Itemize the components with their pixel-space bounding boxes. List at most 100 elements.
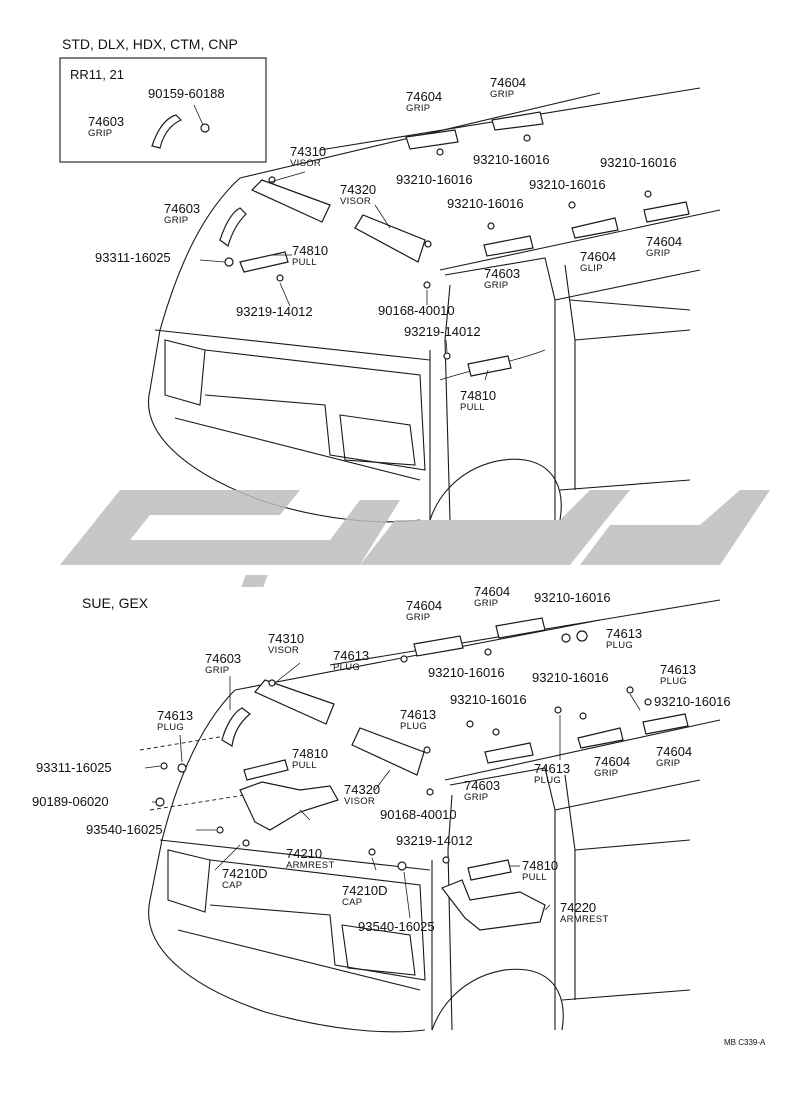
glip-part [571, 217, 619, 239]
label-grip-tr-name: GRIP [490, 89, 514, 100]
label-plug-f-name: PLUG [534, 775, 561, 786]
screw-icon [492, 728, 500, 736]
diagram-code: MB C339-A [724, 1038, 766, 1047]
inset-grip-part [151, 114, 183, 149]
grip-c-part [484, 742, 534, 764]
label-74220-armrest: 74220 [560, 900, 596, 915]
label-grip-tl-name: GRIP [406, 103, 430, 114]
grip-mid-part [483, 235, 534, 257]
screw-icon [276, 274, 284, 282]
label-74604-grip-tl: 74604 [406, 89, 442, 104]
section-title-top: STD, DLX, HDX, CTM, CNP [62, 36, 238, 52]
grip-tm-part [495, 617, 546, 639]
armrest-right-part [441, 879, 546, 931]
label-grip-mid-name: GRIP [484, 280, 508, 291]
plug-icon [626, 686, 634, 694]
grip-right-part [643, 201, 690, 223]
label-74613-plug-b: 74613 [333, 648, 369, 663]
label-armrest-r-name: ARMREST [560, 914, 609, 925]
visor-right-part [354, 214, 426, 263]
screw-icon [579, 712, 587, 720]
label-plug-e-name: PLUG [400, 721, 427, 732]
plug-icon [561, 633, 571, 643]
pull-part [243, 759, 289, 781]
cap-icon [368, 848, 376, 856]
screw-icon [487, 222, 495, 230]
grip-tl-part [413, 635, 464, 657]
label-pull-name: PULL [292, 760, 317, 771]
pull-door-part [467, 355, 512, 377]
nut-icon [155, 797, 165, 807]
screw-icon [436, 148, 444, 156]
label-74613-plug-c: 74613 [660, 662, 696, 677]
label-plug-a-name: PLUG [606, 640, 633, 651]
label-visor-l-name: VISOR [290, 158, 321, 169]
label-grip-front-name: GRIP [164, 215, 188, 226]
section-title-bottom: SUE, GEX [82, 595, 149, 611]
grip-tr-part [491, 111, 544, 131]
grip-left-part [221, 707, 251, 747]
label-74604-grip-r2: 74604 [656, 744, 692, 759]
label-74210d-cap-l: 74210D [222, 866, 268, 881]
plug-icon [554, 706, 562, 714]
inset-grip-number: 74603 [88, 114, 124, 129]
label-74810-pull-door: 74810 [460, 388, 496, 403]
screw-icon [268, 176, 276, 184]
screw-icon [442, 856, 450, 864]
cap-icon [242, 839, 250, 847]
label-glip-name: GLIP [580, 263, 603, 274]
label-74604-grip-right: 74604 [646, 234, 682, 249]
watermark-logo [60, 490, 770, 587]
label-grip-c-name: GRIP [464, 792, 488, 803]
label-74604-glip: 74604 [580, 249, 616, 264]
label-93219-a: 93219-14012 [236, 304, 313, 319]
grip-r1-part [577, 727, 624, 749]
inset-title: RR11, 21 [70, 67, 124, 82]
label-pull-door-name: PULL [522, 872, 547, 883]
label-93311-16025: 93311-16025 [95, 250, 171, 265]
screw-icon [523, 134, 531, 142]
label-plug-d-name: PLUG [157, 722, 184, 733]
pull-top-part [239, 251, 289, 273]
visor-left-part [250, 179, 331, 223]
label-74613-plug-a: 74613 [606, 626, 642, 641]
screw-icon [397, 861, 407, 871]
plug-icon [576, 630, 588, 642]
label-pull-top-name: PULL [292, 257, 317, 268]
bottom-section: SUE, GEX [32, 584, 766, 1047]
label-screw-c2: 93210-16016 [450, 692, 527, 707]
label-93219-14012: 93219-14012 [396, 833, 473, 848]
inset-bolt-icon [200, 123, 210, 133]
label-90168-40010: 90168-40010 [378, 303, 455, 318]
label-74604-grip-tm: 74604 [474, 584, 510, 599]
armrest-left-part [239, 781, 339, 831]
label-74613-plug-e: 74613 [400, 707, 436, 722]
inset-grip-name: GRIP [88, 128, 112, 139]
label-visor-l-name: VISOR [268, 645, 299, 656]
label-screw-e: 93210-16016 [447, 196, 524, 211]
inset-bolt-label: 90159-60188 [148, 86, 225, 101]
label-74210d-cap-r: 74210D [342, 883, 388, 898]
plug-icon [400, 655, 408, 663]
inset-box [59, 57, 267, 163]
screw-icon [568, 201, 576, 209]
van-body-bottom [139, 599, 721, 1033]
screw-icon [423, 746, 431, 754]
grip-r2-part [642, 713, 689, 735]
visor-right-part [351, 727, 425, 776]
label-plug-c-name: PLUG [660, 676, 687, 687]
label-74604-grip-tr: 74604 [490, 75, 526, 90]
label-74210-armrest: 74210 [286, 846, 322, 861]
label-74604-grip-r1: 74604 [594, 754, 630, 769]
plug-icon [177, 763, 187, 773]
label-90168-40010: 90168-40010 [380, 807, 457, 822]
label-grip-tm-name: GRIP [474, 598, 498, 609]
label-74603-grip-left: 74603 [205, 651, 241, 666]
label-screw-a: 93210-16016 [473, 152, 550, 167]
label-74613-plug-f: 74613 [534, 761, 570, 776]
screw-icon [268, 679, 276, 687]
label-cap-r-name: CAP [342, 897, 362, 908]
label-screw-r1: 93210-16016 [532, 670, 609, 685]
label-pull-door-name: PULL [460, 402, 485, 413]
